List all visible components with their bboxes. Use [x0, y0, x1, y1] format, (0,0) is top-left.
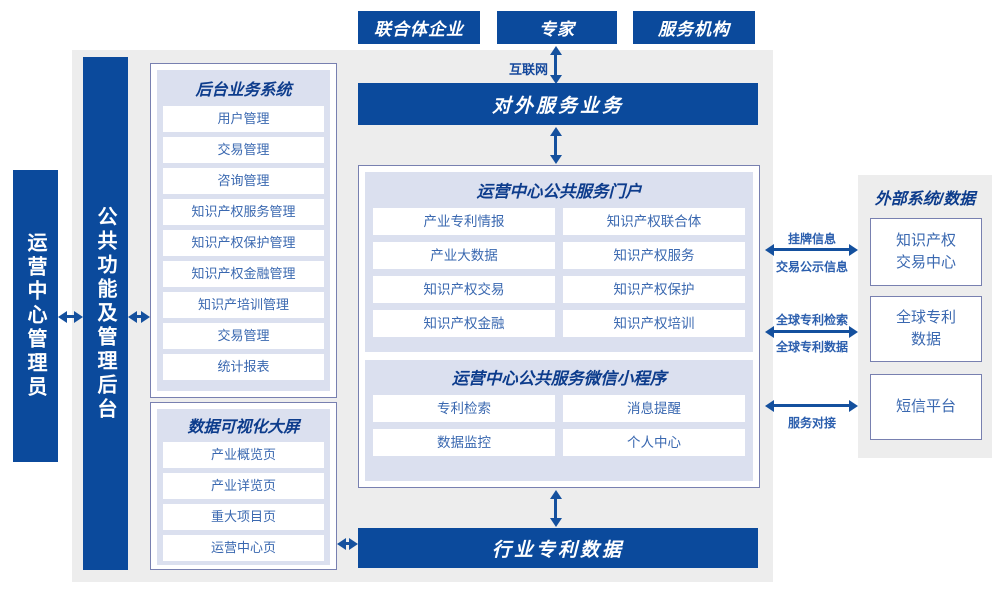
- external-box-ip-trading-center: 知识产权 交易中心: [870, 218, 982, 286]
- arrow-portal-industry-icon: [549, 490, 562, 527]
- dataviz-list: 产业概览页 产业详览页 重大项目页 运营中心页: [163, 442, 324, 561]
- list-item: 知识产权联合体: [563, 208, 745, 235]
- list-item: 知识产权金融管理: [163, 261, 324, 287]
- list-item: 咨询管理: [163, 168, 324, 194]
- list-item: 知识产权保护管理: [163, 230, 324, 256]
- external-service-bar: 对外服务业务: [358, 83, 758, 125]
- list-item: 数据监控: [373, 429, 555, 456]
- list-item: 交易管理: [163, 137, 324, 163]
- dataviz-box: 数据可视化大屏 产业概览页 产业详览页 重大项目页 运营中心页: [150, 402, 337, 570]
- internet-label: 互联网: [508, 62, 548, 77]
- miniprogram-title: 运营中心公共服务微信小程序: [451, 370, 667, 388]
- label-listing-info: 挂牌信息: [787, 232, 836, 246]
- backend-system-box: 后台业务系统 用户管理 交易管理 咨询管理 知识产权服务管理 知识产权保护管理 …: [150, 63, 337, 398]
- list-item: 专利检索: [373, 395, 555, 422]
- ext-box-line: 全球专利: [895, 309, 956, 327]
- arrow-dataviz-industry-icon: [337, 537, 358, 550]
- arrow-internet-icon: [549, 46, 562, 84]
- list-item: 交易管理: [163, 323, 324, 349]
- portal-grid: 产业专利情报 知识产权联合体 产业大数据 知识产权服务 知识产权交易 知识产权保…: [373, 208, 745, 337]
- list-item: 统计报表: [163, 354, 324, 380]
- list-item: 产业专利情报: [373, 208, 555, 235]
- arrow-ip-trading-icon: [765, 243, 858, 256]
- label-trade-publicity-info: 交易公示信息: [775, 260, 848, 274]
- list-item: 个人中心: [563, 429, 745, 456]
- miniprogram-grid: 专利检索 消息提醒 数据监控 个人中心: [373, 395, 745, 456]
- list-item: 知识产权交易: [373, 276, 555, 303]
- ext-box-line: 数据: [910, 331, 941, 348]
- ext-box-line: 交易中心: [895, 254, 956, 271]
- list-item: 知识产权服务管理: [163, 199, 324, 225]
- list-item: 产业大数据: [373, 242, 555, 269]
- external-systems-title: 外部系统/数据: [874, 191, 976, 208]
- actor-service-organizations: 服务机构: [633, 11, 755, 44]
- industry-patent-data-bar: 行业专利数据: [358, 528, 758, 568]
- backend-system-title: 后台业务系统: [195, 82, 292, 99]
- list-item: 知识产权保护: [563, 276, 745, 303]
- actor-experts: 专家: [497, 11, 617, 44]
- ext-box-line: 短信平台: [895, 398, 956, 416]
- list-item: 消息提醒: [563, 395, 745, 422]
- label-service-connect: 服务对接: [787, 416, 836, 430]
- list-item: 运营中心页: [163, 535, 324, 561]
- arrow-service-portal-icon: [549, 127, 562, 164]
- actor-consortium-enterprises: 联合体企业: [358, 11, 480, 44]
- ext-box-line: 知识产权: [895, 232, 956, 250]
- label-global-patent-search: 全球专利检索: [775, 313, 848, 327]
- dataviz-title: 数据可视化大屏: [187, 419, 300, 436]
- list-item: 产业详览页: [163, 473, 324, 499]
- list-item: 知识产培训管理: [163, 292, 324, 318]
- list-item: 知识产权金融: [373, 310, 555, 337]
- list-item: 产业概览页: [163, 442, 324, 468]
- external-box-sms-platform: 短信平台: [870, 374, 982, 440]
- portal-title: 运营中心公共服务门户: [476, 183, 642, 201]
- list-item: 知识产权服务: [563, 242, 745, 269]
- external-box-global-patent-data: 全球专利 数据: [870, 296, 982, 362]
- arrow-global-patent-icon: [765, 325, 858, 338]
- backend-system-list: 用户管理 交易管理 咨询管理 知识产权服务管理 知识产权保护管理 知识产权金融管…: [163, 106, 324, 380]
- list-item: 用户管理: [163, 106, 324, 132]
- list-item: 重大项目页: [163, 504, 324, 530]
- public-function-backend-bar: 公共功能及管理后台: [83, 57, 128, 570]
- list-item: 知识产权培训: [563, 310, 745, 337]
- label-global-patent-data: 全球专利数据: [775, 340, 848, 354]
- portal-box: 运营中心公共服务门户 产业专利情报 知识产权联合体 产业大数据 知识产权服务 知…: [358, 165, 760, 488]
- operations-admin-bar: 运营中心管理员: [13, 170, 58, 462]
- arrow-admin-backend-icon: [58, 310, 83, 323]
- arrow-backend-system-icon: [128, 310, 150, 323]
- arrow-sms-icon: [765, 399, 858, 412]
